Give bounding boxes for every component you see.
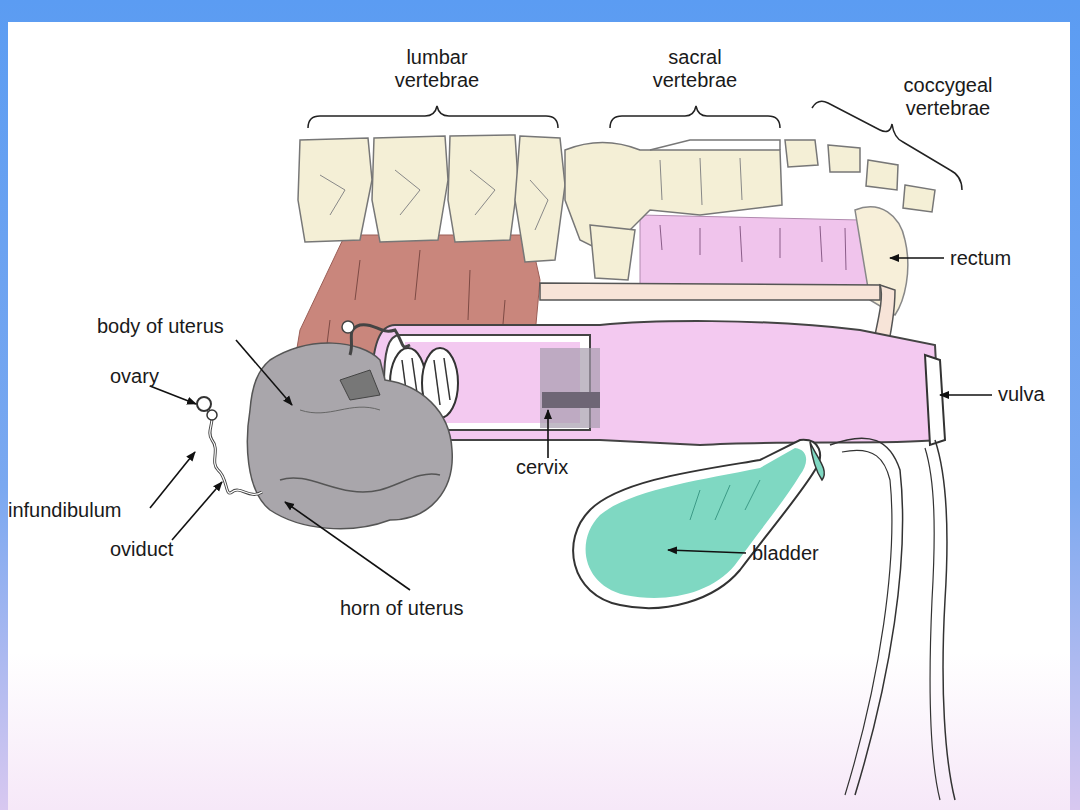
- part-label: ovary: [110, 365, 159, 388]
- part-label: horn of uterus: [340, 597, 463, 620]
- part-label: rectum: [950, 247, 1011, 270]
- part-label: body of uterus: [97, 315, 224, 338]
- part-label: sacral vertebrae: [640, 46, 750, 92]
- part-label: infundibulum: [8, 499, 121, 522]
- part-label: coccygeal vertebrae: [888, 74, 1008, 120]
- part-label: oviduct: [110, 538, 173, 561]
- part-label: vulva: [998, 383, 1045, 406]
- part-label: lumbar vertebrae: [382, 46, 492, 92]
- part-label: bladder: [752, 542, 819, 565]
- part-label: cervix: [516, 456, 568, 479]
